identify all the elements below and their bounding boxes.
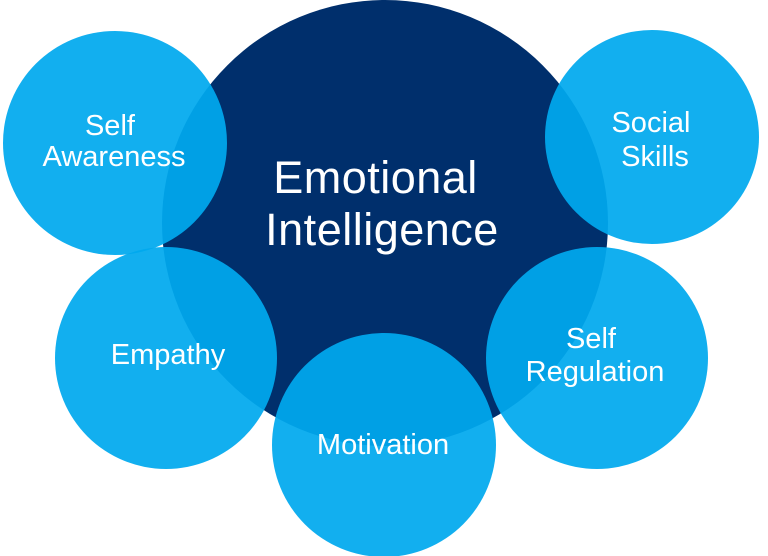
circle-self-awareness bbox=[3, 31, 227, 255]
circle-social-skills bbox=[545, 30, 759, 244]
circle-self-regulation bbox=[486, 247, 708, 469]
center-title: Emotional Intelligence bbox=[265, 152, 499, 255]
center-title-line1: Emotional bbox=[273, 152, 478, 203]
label-self-awareness: Self Awareness bbox=[43, 110, 186, 173]
center-title-line2: Intelligence bbox=[265, 204, 499, 255]
circle-motivation bbox=[272, 333, 496, 556]
label-social-skills: Social Skills bbox=[611, 107, 698, 173]
label-self-regulation-line1: Self bbox=[566, 323, 617, 355]
label-empathy: Empathy bbox=[111, 339, 226, 371]
label-self-awareness-line1: Self bbox=[85, 110, 136, 142]
label-self-regulation-line2: Regulation bbox=[526, 356, 665, 388]
label-motivation: Motivation bbox=[317, 429, 449, 461]
circle-empathy bbox=[55, 247, 277, 469]
label-self-regulation: Self Regulation bbox=[526, 323, 665, 388]
label-self-awareness-line2: Awareness bbox=[43, 141, 186, 173]
label-social-skills-line2: Skills bbox=[621, 141, 689, 173]
label-social-skills-line1: Social bbox=[611, 107, 690, 139]
